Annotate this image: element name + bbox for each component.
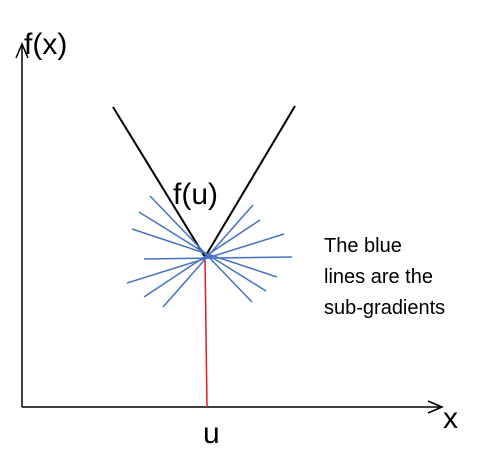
note-line-1: The blue (324, 235, 402, 257)
subgradient-line (131, 228, 278, 278)
subgradient-line (143, 219, 261, 298)
subgradient-line (143, 256, 293, 260)
subgradient-line (162, 204, 254, 308)
y-axis-arrowhead (15, 42, 29, 59)
function-left-branch (112, 106, 206, 258)
subgradient-line (138, 211, 267, 292)
point-value-label: f(u) (173, 178, 218, 211)
x-axis-label: x (443, 402, 458, 435)
y-axis-label: f(x) (24, 28, 67, 61)
subgradient-line (149, 195, 253, 303)
subgradient-lines (126, 195, 293, 308)
note-line-2: lines are the (324, 266, 433, 288)
subgradient-note: The blue lines are the sub-gradients (324, 235, 445, 319)
drop-line (204, 256, 208, 408)
point-label: u (203, 417, 220, 450)
x-axis-arrowhead (427, 400, 444, 414)
function-right-branch (204, 105, 296, 258)
note-line-3: sub-gradients (324, 297, 445, 319)
